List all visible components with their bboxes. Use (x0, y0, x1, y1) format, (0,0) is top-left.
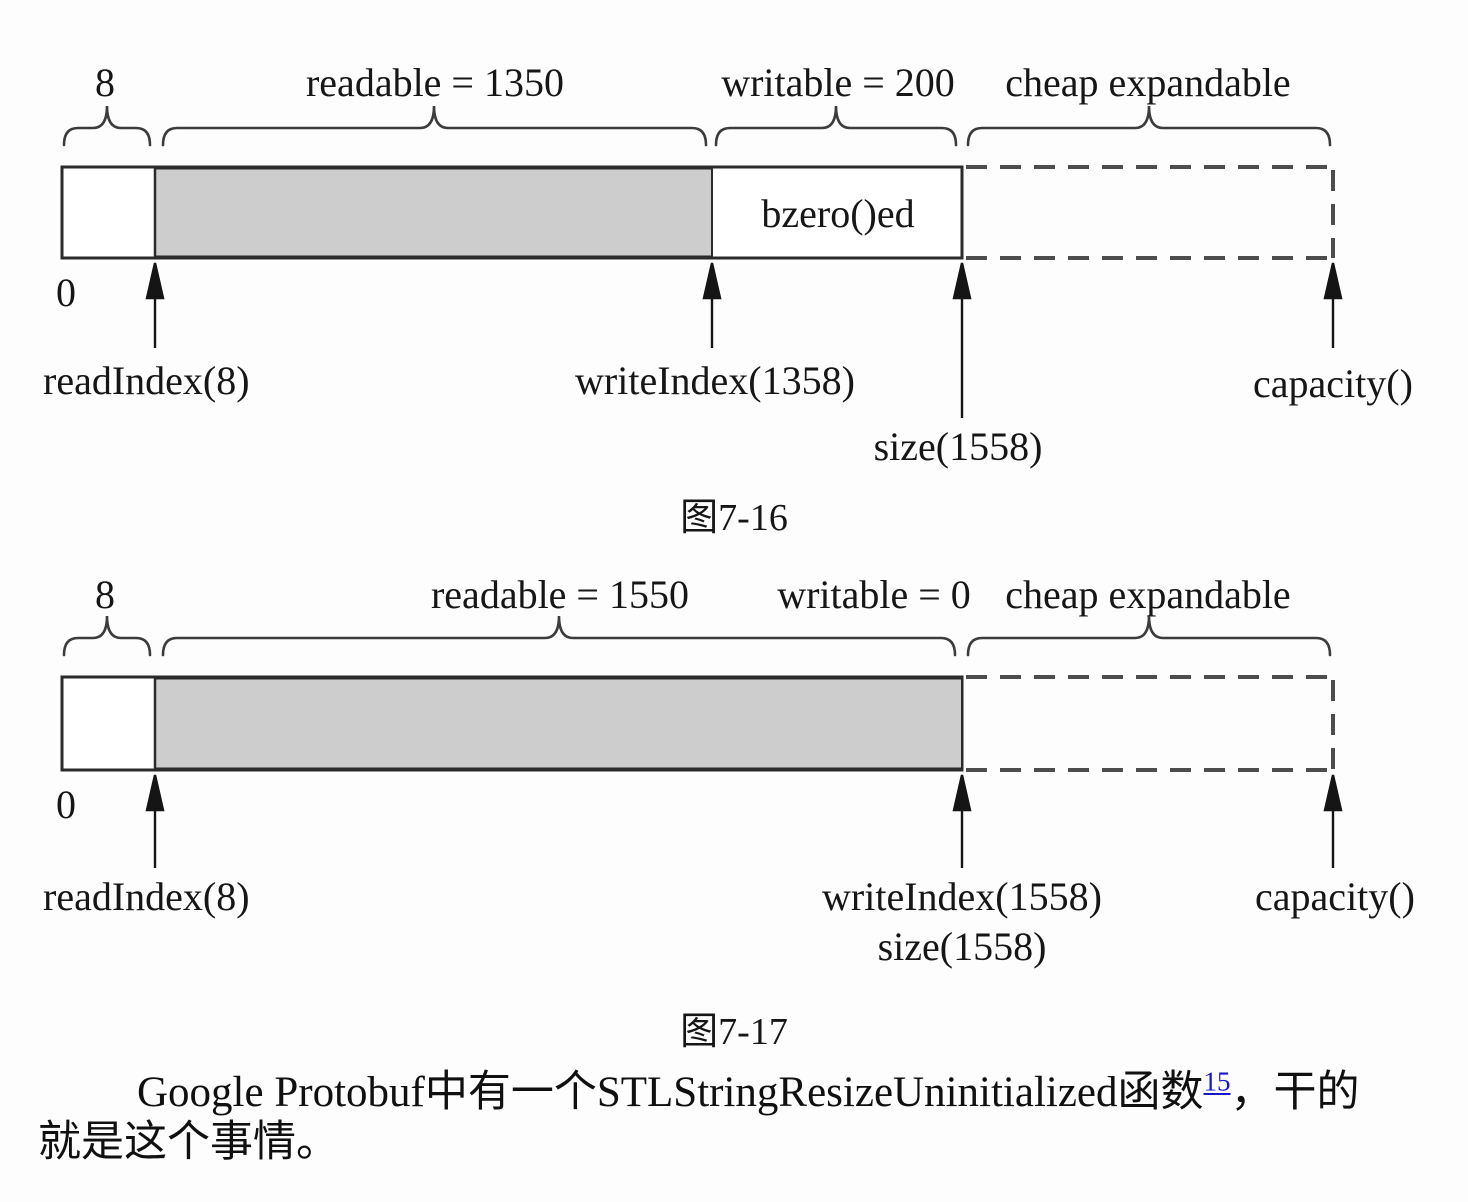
writable-size-label: writable = 200 (721, 60, 955, 105)
readable-region (154, 677, 963, 770)
brace-row (62, 105, 1332, 147)
prepend-brace (62, 105, 152, 147)
paragraph-text: 就是这个事情。 (38, 1119, 339, 1166)
buffer-diagram-fig-7-17: 8 readable = 1550 writable = 0 cheap exp… (43, 572, 1415, 969)
write-index-label: writeIndex(1558) (822, 874, 1102, 919)
write-index-arrow-head (702, 262, 722, 300)
writable-size-label: writable = 0 (777, 572, 971, 617)
readable-brace (161, 105, 708, 147)
capacity-arrow-head (1323, 774, 1343, 812)
pointer-arrows (145, 774, 1343, 868)
expandable-brace (966, 105, 1332, 147)
paragraph-line-1: Google Protobuf中有一个STLStringResizeUninit… (38, 1068, 1434, 1118)
prepend-size-label: 8 (95, 60, 115, 105)
capacity-label: capacity() (1253, 361, 1413, 406)
readable-brace (161, 615, 957, 657)
buffer-diagram-fig-7-16: 8 readable = 1350 writable = 200 cheap e… (43, 60, 1413, 469)
capacity-arrow-head (1323, 262, 1343, 300)
figure-caption-7-16: 图7-16 (680, 497, 788, 539)
figure-caption-7-17: 图7-17 (680, 1011, 788, 1053)
size-arrow-head (952, 262, 972, 300)
size-label: size(1558) (874, 424, 1043, 469)
write-index-label: writeIndex(1358) (575, 358, 855, 403)
expandable-size-label: cheap expandable (1005, 572, 1290, 617)
read-index-label: readIndex(8) (43, 358, 250, 403)
read-index-arrow-head (145, 262, 165, 300)
readable-size-label: readable = 1550 (431, 572, 689, 617)
expandable-region-dashed (966, 165, 1335, 260)
paragraph-line-2: 就是这个事情。 (38, 1118, 1434, 1168)
readable-size-label: readable = 1350 (306, 60, 564, 105)
footnote-link-15[interactable]: 15 (1203, 1066, 1231, 1097)
origin-label: 0 (56, 270, 76, 315)
readable-region (154, 167, 713, 258)
writable-brace (714, 105, 958, 147)
expandable-brace (966, 615, 1332, 657)
capacity-label: capacity() (1255, 874, 1415, 919)
bzeroed-region-label: bzero()ed (761, 191, 914, 236)
read-index-label: readIndex(8) (43, 874, 250, 919)
paragraph-text: Google Protobuf中有一个STLStringResizeUninit… (137, 1069, 1204, 1116)
paragraph-text: ，干的 (1230, 1069, 1360, 1116)
read-index-arrow-head (145, 774, 165, 812)
write-index-arrow-head (952, 774, 972, 812)
prepend-brace (62, 615, 152, 657)
origin-label: 0 (56, 782, 76, 827)
prepend-size-label: 8 (95, 572, 115, 617)
pointer-arrows (145, 262, 1343, 418)
body-paragraph: Google Protobuf中有一个STLStringResizeUninit… (38, 1068, 1434, 1168)
size-label: size(1558) (878, 924, 1047, 969)
expandable-region-dashed (966, 675, 1335, 772)
expandable-size-label: cheap expandable (1005, 60, 1290, 105)
brace-row (62, 615, 1332, 657)
